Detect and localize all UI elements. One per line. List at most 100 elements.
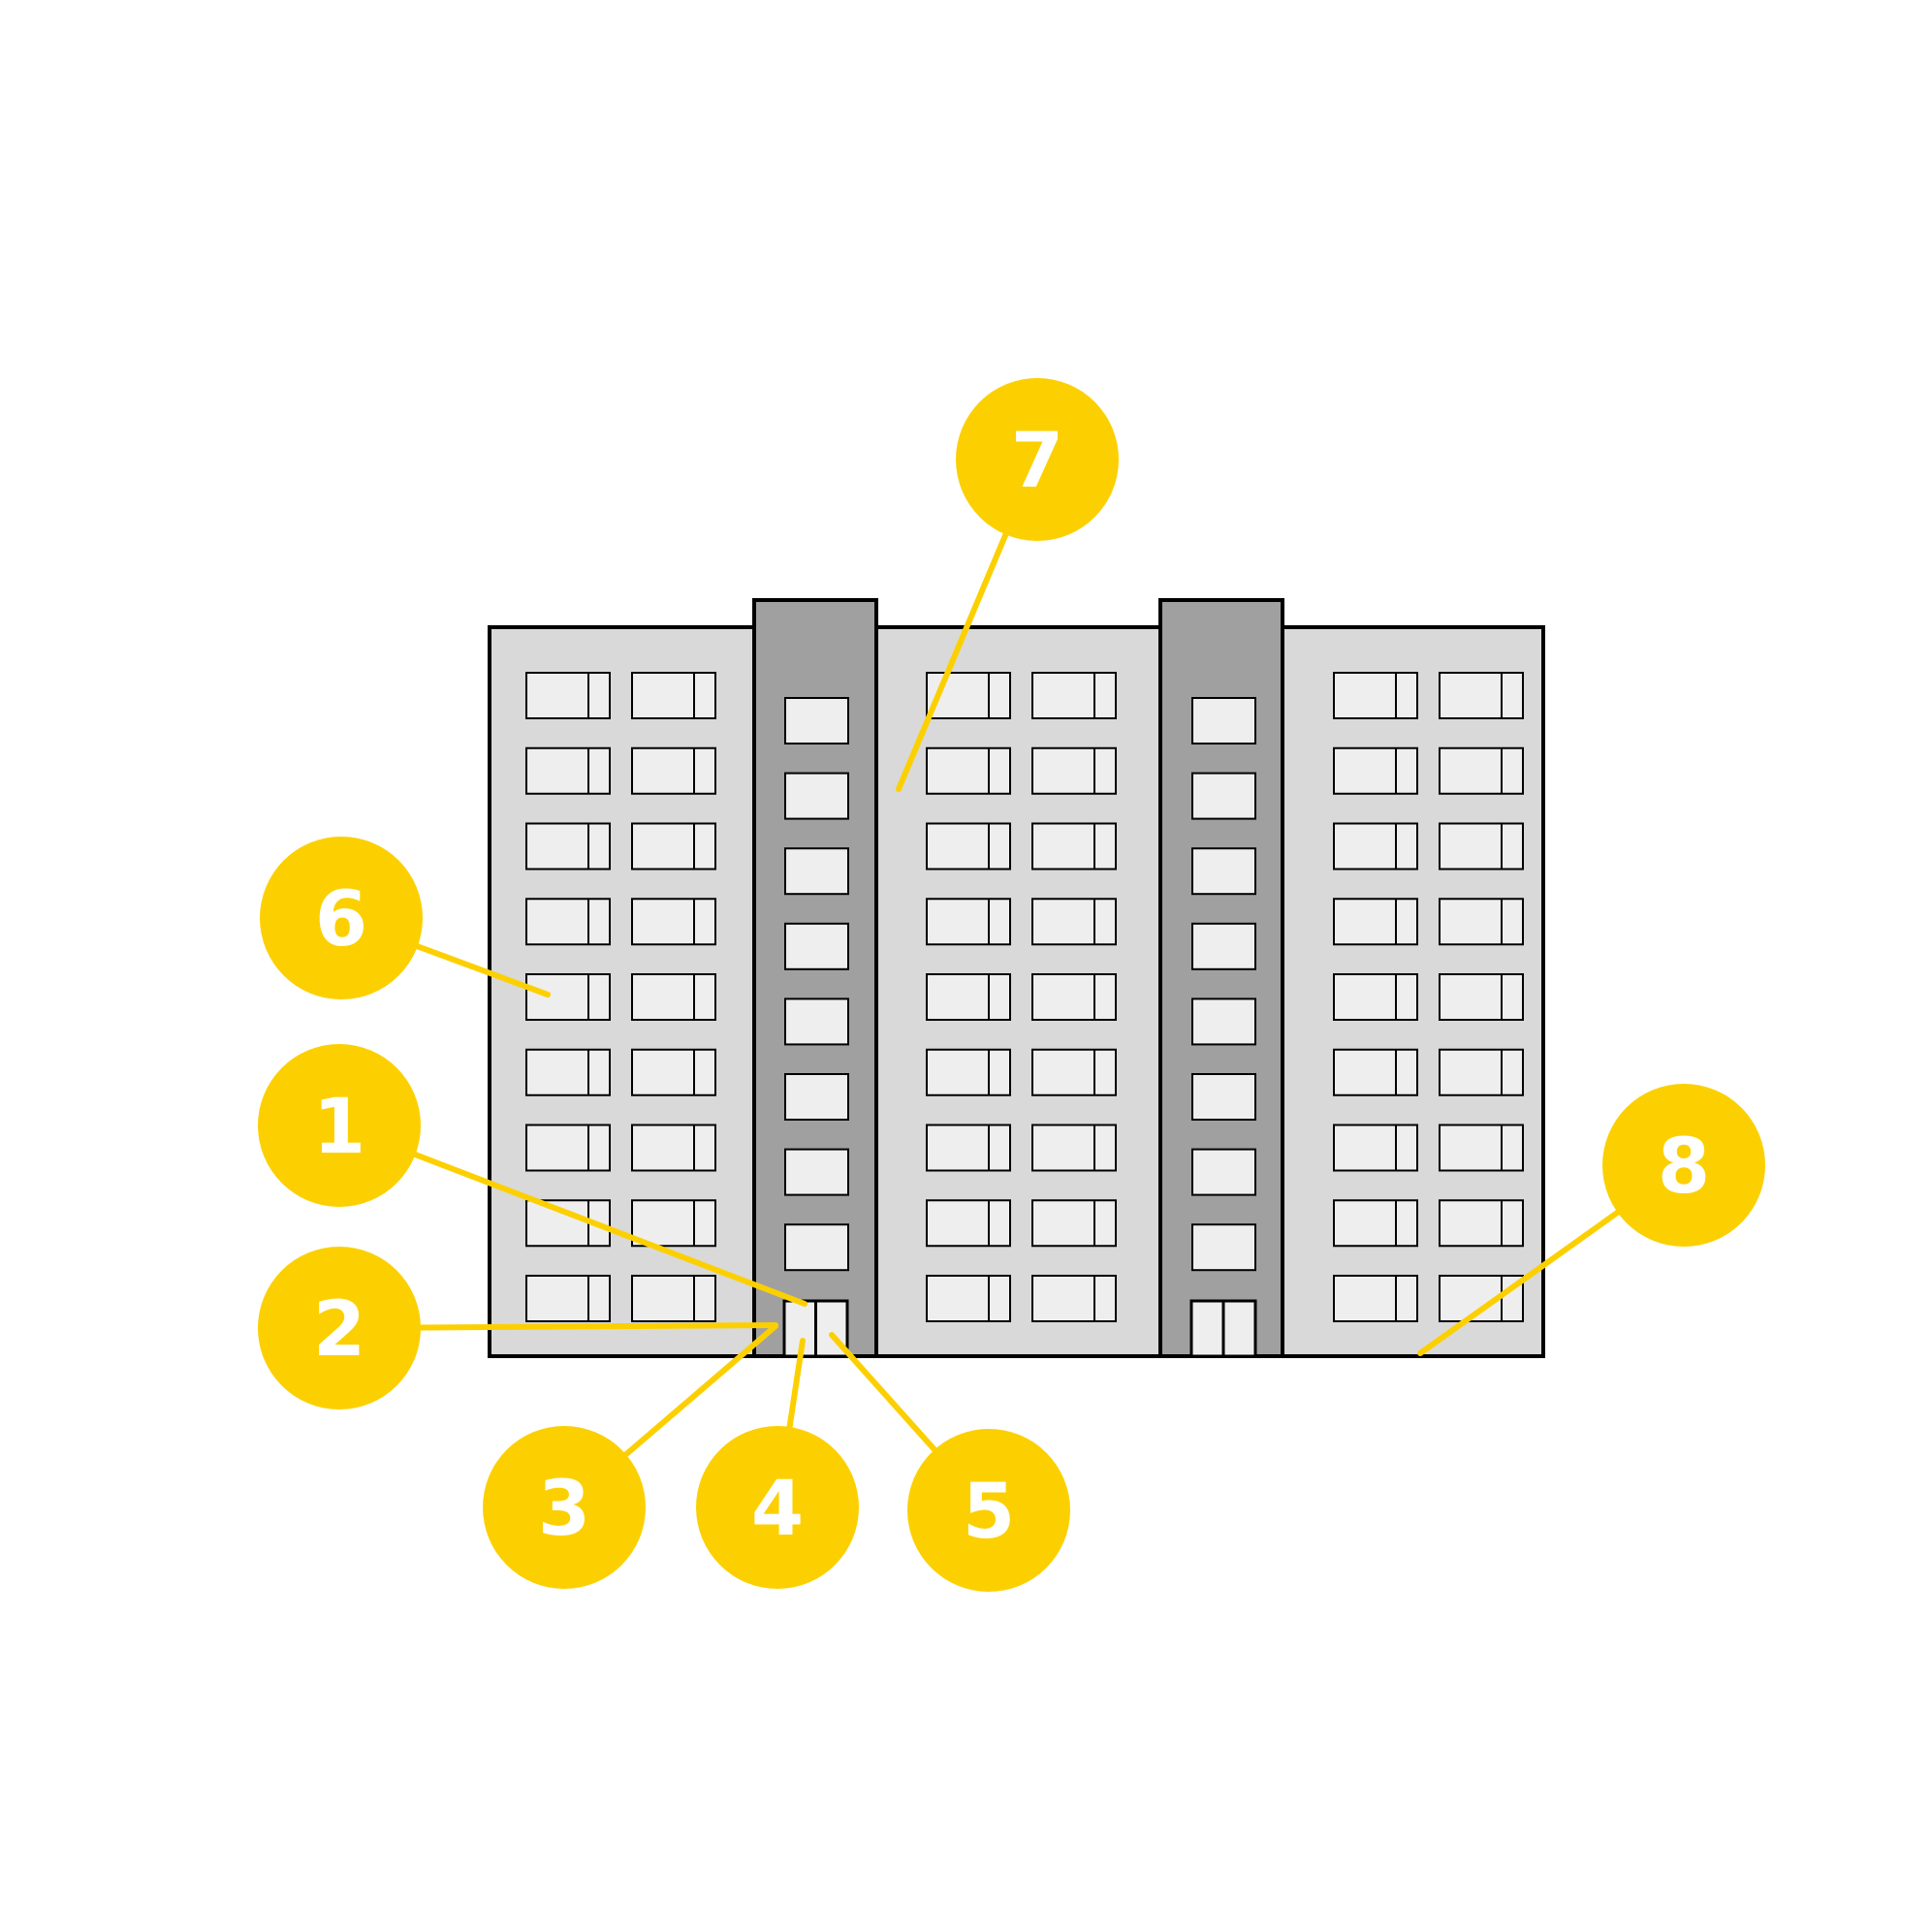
facade-windows	[525, 672, 1524, 1322]
facade-window	[631, 1275, 716, 1322]
callout-circle	[258, 1247, 421, 1409]
callout-4: 4	[696, 1426, 859, 1589]
facade-window	[1439, 672, 1524, 719]
facade-window	[525, 822, 611, 871]
callout-2: 2	[258, 1247, 421, 1409]
facade-window	[1439, 822, 1524, 871]
facade-window	[1333, 1124, 1418, 1172]
facade-window	[1031, 746, 1117, 795]
facade-window	[1439, 1199, 1524, 1248]
facade-window	[926, 1199, 1011, 1248]
stairwell-window	[784, 998, 849, 1046]
entrance-door-left	[782, 1299, 849, 1358]
stairwell-window	[1191, 922, 1256, 970]
facade-window	[525, 1048, 611, 1096]
callout-3: 3	[483, 1426, 646, 1589]
apartment-building	[488, 598, 1545, 1358]
facade-window	[1439, 973, 1524, 1021]
callout-6: 6	[260, 837, 423, 999]
callout-label: 8	[1658, 1124, 1710, 1211]
facade-window	[1333, 672, 1418, 719]
facade-window	[525, 898, 611, 946]
facade-window	[1031, 1124, 1117, 1172]
facade-window	[1031, 973, 1117, 1021]
callout-circle	[258, 1044, 421, 1207]
facade-window	[1333, 1199, 1418, 1248]
callout-leader-lines	[410, 529, 1623, 1459]
callout-5: 5	[907, 1429, 1070, 1592]
facade-window	[525, 672, 611, 719]
stairwell-window	[1191, 847, 1256, 896]
facade-window	[1031, 1199, 1117, 1248]
facade-window	[1031, 1048, 1117, 1096]
facade-window	[1333, 1275, 1418, 1322]
stairwell-window	[1191, 1148, 1256, 1196]
callout-circle	[483, 1426, 646, 1589]
stairwell-window	[784, 772, 849, 820]
facade-window	[1031, 898, 1117, 946]
facade-window	[926, 822, 1011, 871]
facade-window	[1333, 822, 1418, 871]
callout-circle	[1602, 1084, 1765, 1247]
leader-line-6	[412, 942, 551, 998]
callout-1: 1	[258, 1044, 421, 1207]
stairwell-window	[1191, 998, 1256, 1046]
facade-window	[926, 1048, 1011, 1096]
callout-label: 7	[1011, 418, 1063, 505]
leader-line-3	[621, 1323, 778, 1459]
facade-window	[525, 1124, 611, 1172]
callout-label: 3	[538, 1466, 590, 1553]
stairwell-windows	[784, 697, 1256, 1272]
callout-label: 2	[313, 1286, 365, 1374]
leader-line-8	[1417, 1208, 1623, 1356]
callout-circle	[907, 1429, 1070, 1592]
stairwell-window	[784, 1223, 849, 1272]
facade-window	[1333, 746, 1418, 795]
facade-window	[1031, 1275, 1117, 1322]
leader-line-2	[415, 1322, 778, 1331]
facade-window	[631, 898, 716, 946]
facade-window	[1439, 746, 1524, 795]
callout-circle	[696, 1426, 859, 1589]
callout-7: 7	[956, 378, 1119, 541]
callout-label: 5	[963, 1469, 1015, 1556]
callout-8: 8	[1602, 1084, 1765, 1247]
facade-window	[525, 1275, 611, 1322]
stairwell-window	[1191, 772, 1256, 820]
facade-window	[926, 1124, 1011, 1172]
facade-window	[926, 1275, 1011, 1322]
stairwell-window	[784, 697, 849, 744]
facade-window	[1439, 1048, 1524, 1096]
facade-window	[1031, 822, 1117, 871]
facade-window	[1439, 898, 1524, 946]
stairwell-window	[784, 847, 849, 896]
stairwell-window	[784, 922, 849, 970]
stairwell-window	[784, 1148, 849, 1196]
callout-circle	[260, 837, 423, 999]
facade-window	[631, 1048, 716, 1096]
facade-window	[631, 1124, 716, 1172]
facade-window	[631, 973, 716, 1021]
stairwell-window	[1191, 1073, 1256, 1121]
facade-window	[1439, 1124, 1524, 1172]
stairwell-window	[1191, 697, 1256, 744]
facade-window	[631, 746, 716, 795]
facade-window	[926, 746, 1011, 795]
facade-window	[1333, 898, 1418, 946]
entrance-door-right	[1189, 1299, 1257, 1358]
facade-window	[1439, 1275, 1524, 1322]
leader-line-5	[829, 1332, 939, 1454]
facade-window	[525, 973, 611, 1021]
leader-line-7	[896, 529, 1010, 792]
callout-circle	[956, 378, 1119, 541]
callout-label: 1	[313, 1084, 365, 1171]
facade-window	[1031, 672, 1117, 719]
facade-window	[631, 672, 716, 719]
facade-window	[631, 822, 716, 871]
stairwell-window	[784, 1073, 849, 1121]
stairwell-window	[1191, 1223, 1256, 1272]
callout-label: 6	[315, 876, 367, 964]
facade-window	[1333, 1048, 1418, 1096]
facade-window	[631, 1199, 716, 1248]
